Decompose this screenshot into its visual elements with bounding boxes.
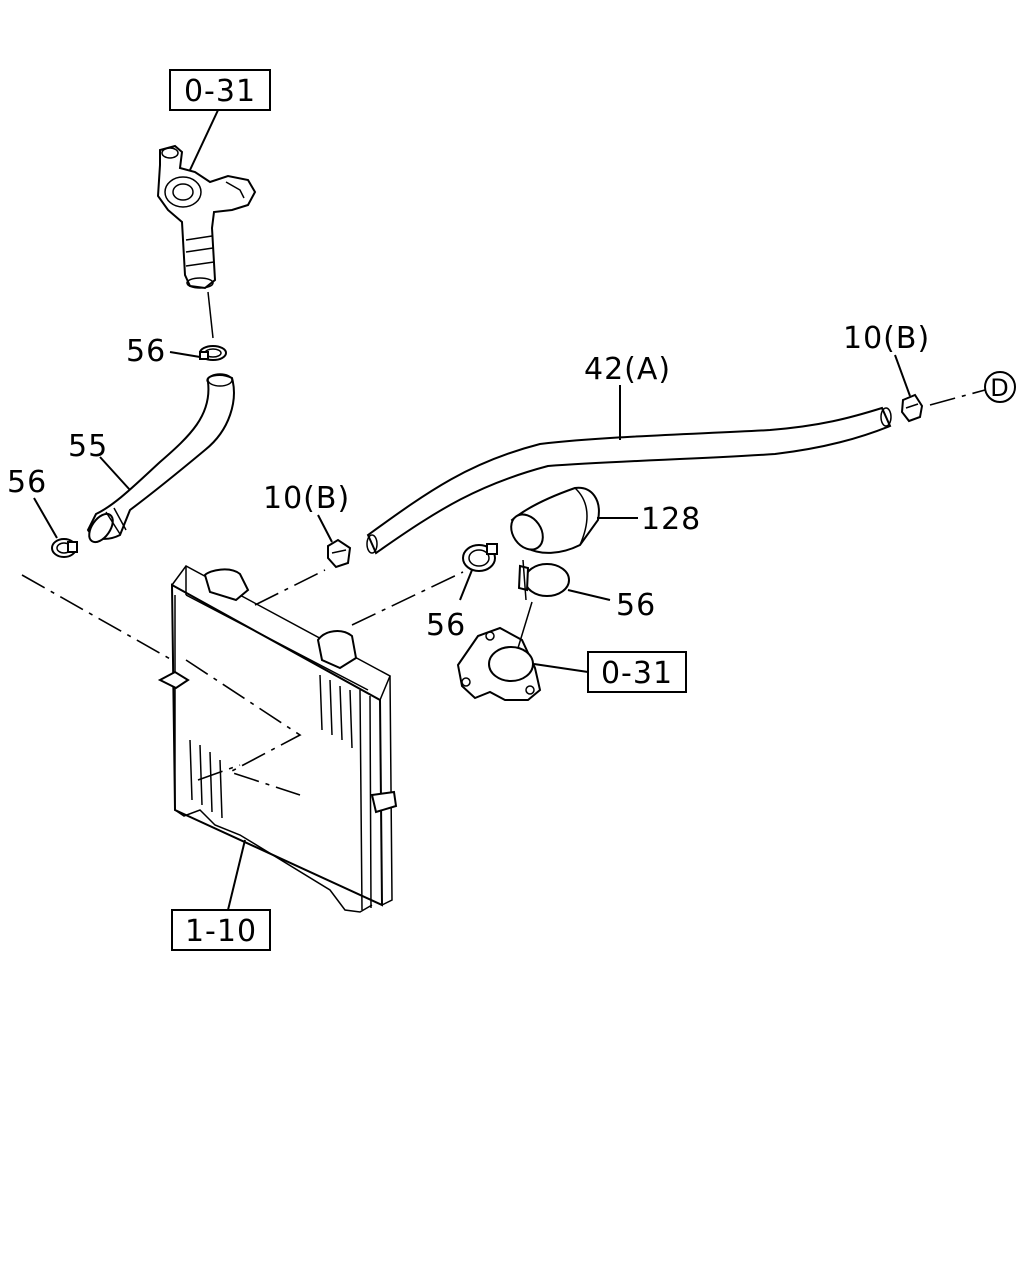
label-clamp-56-top: 56 <box>126 334 166 369</box>
svg-text:D: D <box>990 374 1009 402</box>
label-pipe-42a: 42(A) <box>584 352 671 387</box>
svg-text:1-10: 1-10 <box>185 914 257 949</box>
clamp-56-top <box>199 345 227 361</box>
label-clamp-56-left: 56 <box>7 465 47 500</box>
label-ref-1-10: 1-10 <box>171 909 271 951</box>
label-hose-55: 55 <box>68 429 108 464</box>
label-clip-10b-mid: 10(B) <box>263 481 350 516</box>
svg-text:0-31: 0-31 <box>601 656 673 691</box>
radiator <box>157 565 398 913</box>
clamp-56-mid <box>462 543 498 572</box>
label-ref-0-31-top: 0-31 <box>169 69 271 111</box>
hose-128 <box>510 486 600 554</box>
clamp-56-left <box>51 538 78 558</box>
label-clip-10b-right: 10(B) <box>843 321 930 356</box>
label-hose-128: 128 <box>641 502 701 537</box>
label-clamp-56-right: 56 <box>616 588 656 623</box>
clamp-56-right <box>517 559 570 601</box>
label-ref-0-31-lower: 0-31 <box>587 651 687 693</box>
water-outlet-top <box>156 144 257 339</box>
pipe-42a <box>366 406 892 555</box>
leader-lines <box>33 107 911 911</box>
clip-10b-mid <box>327 538 352 569</box>
svg-text:0-31: 0-31 <box>184 74 256 109</box>
connector-d-marker: D <box>984 371 1016 403</box>
water-inlet-lower <box>456 601 542 701</box>
clip-10b-right <box>900 393 924 423</box>
connection-lines <box>21 389 986 661</box>
label-clamp-56-mid: 56 <box>426 608 466 643</box>
hose-55 <box>86 373 235 544</box>
